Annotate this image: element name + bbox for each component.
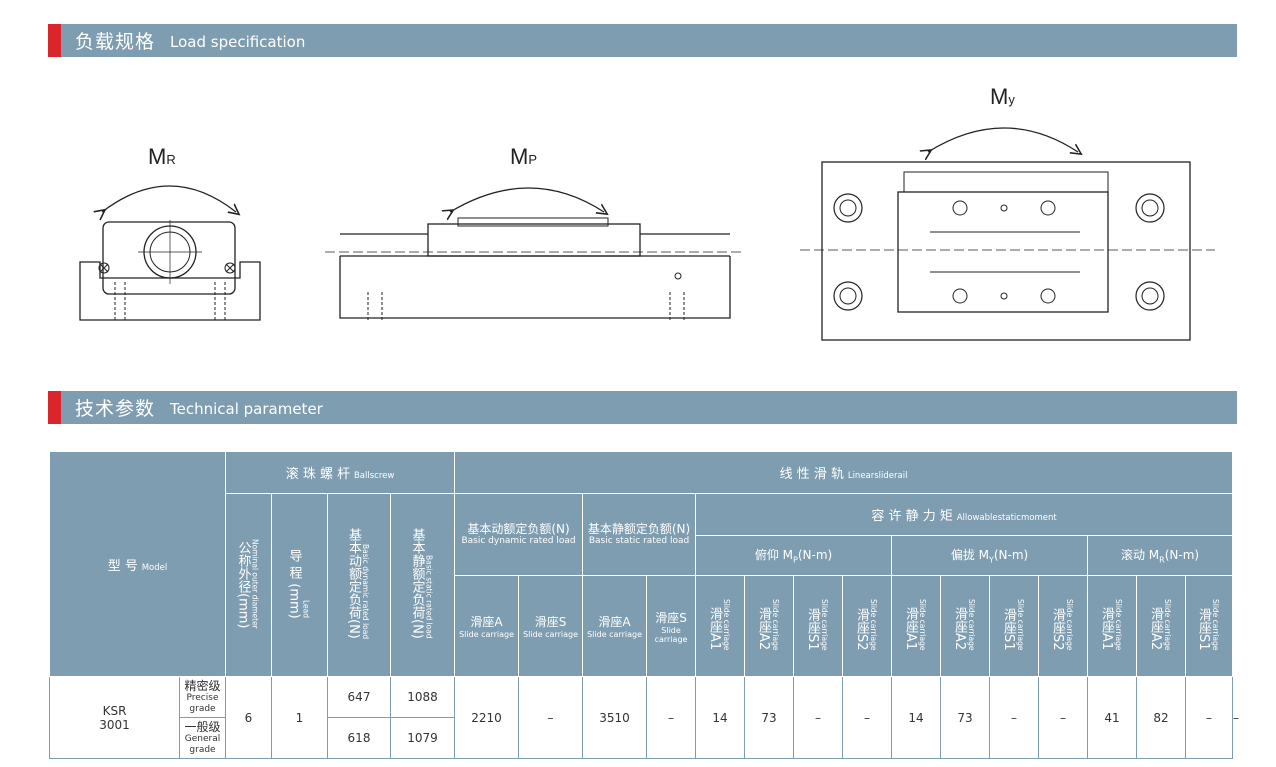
rail-dyn-s-value: – (518, 676, 584, 760)
rail-dyn-a-value: 2210 (454, 676, 520, 760)
lead-header: 导 程 (mm)Lead (271, 492, 328, 678)
nominal-diameter-value: 6 (225, 676, 272, 760)
technical-parameter-table: 型 号 Model 滚 珠 螺 杆 Ballscrew 线 性 滑 轨 Line… (49, 450, 1247, 760)
mp-s2-value: – (842, 676, 893, 760)
mr-s1-value: – (1185, 676, 1234, 760)
rolling-moment-diagram (79, 185, 261, 322)
nominal-diameter-header: 公称外径(mm)Nominal outer diameter (225, 492, 272, 678)
ballscrew-dynamic-load-header: 基本动额定负荷(N)Basic dynamic rated load (327, 492, 391, 678)
my-a2-value: 73 (940, 676, 991, 760)
mp-s1-value: – (793, 676, 844, 760)
pitching-moment-header: 俯仰 MP(N-m) (695, 535, 893, 576)
mr-s1: 滑座S1Slide carriage (1185, 574, 1234, 678)
accent-bar (48, 391, 61, 424)
ballscrew-header: 滚 珠 螺 杆 Ballscrew (224, 451, 456, 494)
model-header: 型 号 Model (49, 450, 226, 678)
my-s2: 滑座S2Slide carriage (1038, 574, 1089, 678)
mr-a2-value: 82 (1136, 676, 1187, 760)
mp-s1: 滑座S1Slide carriage (793, 574, 844, 678)
section-title-zh: 技术参数 (75, 398, 156, 420)
ballscrew-static-load-header: 基本静额定负荷(N)Basic static rated load (389, 492, 456, 678)
allowable-moment-header: 容 许 静 力 矩 Allowablestaticmoment (695, 493, 1234, 536)
my-s1: 滑座S1Slide carriage (989, 574, 1040, 678)
label-mr: MR (148, 144, 176, 169)
section-header-technical-parameter: 技术参数 Technical parameter (48, 391, 1237, 424)
section-title-zh: 负载规格 (75, 31, 156, 53)
yawing-moment-diagram (800, 127, 1215, 341)
mp-s2: 滑座S2Slide carriage (842, 574, 893, 678)
pitching-moment-diagram (325, 187, 745, 320)
rail-sta-a-value: 3510 (582, 676, 648, 760)
mp-a2-value: 73 (744, 676, 795, 760)
mr-a2: 滑座A2Slide carriage (1136, 574, 1187, 678)
section-title-en: Load specification (170, 33, 306, 51)
accent-bar (48, 24, 61, 57)
mr-a1: 滑座A1Slide carriage (1087, 574, 1138, 678)
rolling-moment-header: 滚动 MR(N-m) (1087, 535, 1234, 576)
rail-sta-s-value: – (646, 676, 697, 760)
dynamic-load-precise: 647 (327, 676, 391, 719)
label-my: My (990, 84, 1015, 109)
my-s1-value: – (989, 676, 1040, 760)
my-a1-value: 14 (891, 676, 942, 760)
static-load-precise: 1088 (389, 676, 456, 719)
mr-a1-value: 41 (1087, 676, 1138, 760)
dynamic-load-general: 618 (327, 717, 391, 760)
mp-a1: 滑座A1Slide carriage (695, 574, 746, 678)
rail-dynamic-load-header: 基本动额定负额(N)Basic dynamic rated load (454, 493, 584, 576)
my-a2: 滑座A2Slide carriage (940, 574, 991, 678)
my-s2-value: – (1038, 676, 1089, 760)
static-load-general: 1079 (389, 717, 456, 760)
mp-a1-value: 14 (695, 676, 746, 760)
yawing-moment-header: 偏拢 MY(N-m) (891, 535, 1089, 576)
label-mp: MP (510, 144, 537, 169)
lead-value: 1 (271, 676, 328, 760)
rail-static-load-header: 基本静额定负额(N)Basic static rated load (582, 493, 697, 576)
section-header-load-spec: 负载规格 Load specification (48, 24, 1237, 57)
linear-rail-header: 线 性 滑 轨 Linearsliderail (454, 451, 1234, 494)
mp-a2: 滑座A2Slide carriage (744, 574, 795, 678)
my-a1: 滑座A1Slide carriage (891, 574, 942, 678)
section-title-en: Technical parameter (170, 400, 323, 418)
